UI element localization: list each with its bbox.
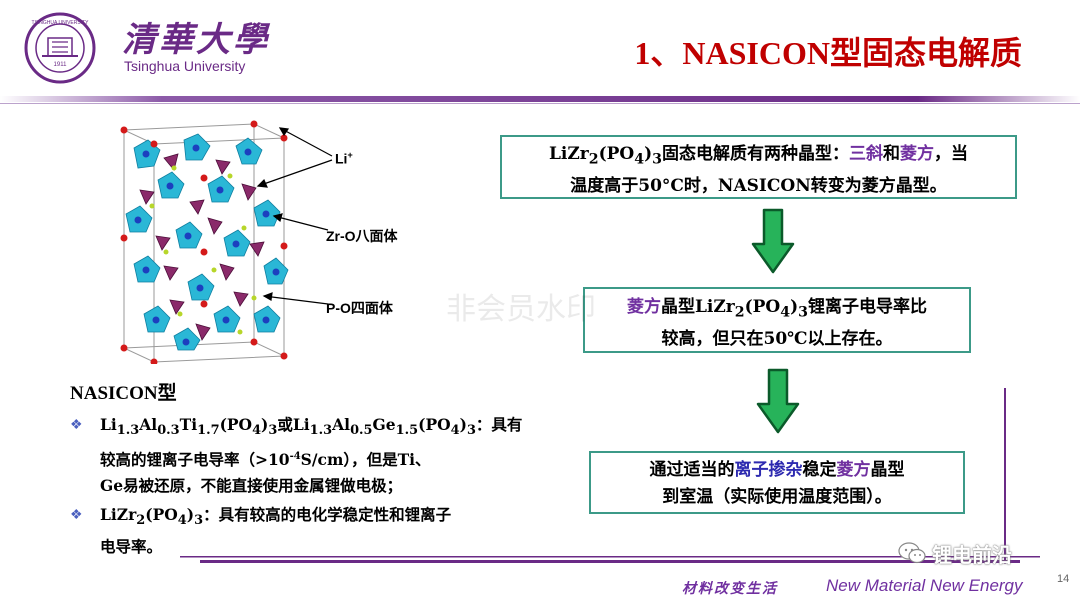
decorative-vertical-line (1004, 388, 1006, 564)
university-name-en: Tsinghua University (124, 58, 246, 74)
svg-text:TSINGHUA UNIVERSITY: TSINGHUA UNIVERSITY (32, 20, 90, 26)
wechat-account-badge: 锂电前沿 (898, 540, 1012, 567)
info-box-rhombohedral-conductivity: 菱方晶型LiZr2(PO4)3锂离子电导率比 较高，但只在50℃以上存在。 (583, 287, 971, 353)
header-divider (0, 96, 1080, 104)
university-seal-logo: 1911 TSINGHUA UNIVERSITY (24, 12, 96, 84)
down-arrow-icon (756, 368, 800, 434)
svg-text:1911: 1911 (54, 62, 68, 68)
wechat-account-name: 锂电前沿 (932, 542, 1012, 567)
info-box-two-crystal-forms: LiZr2(PO4)3固态电解质有两种晶型：三斜和菱方，当 温度高于50°C时，… (500, 135, 1017, 199)
page-number: 14 (1057, 573, 1070, 585)
label-p-o-tetrahedron: P-O四面体 (326, 300, 393, 316)
figure-pointer-lines (256, 127, 333, 305)
bullet-latp-lagp: ❖ Li1.3Al0.3Ti1.7(PO4)3或Li1.3Al0.5Ge1.5(… (70, 412, 540, 499)
diamond-bullet-icon: ❖ (70, 507, 83, 523)
footer-slogan-en: New Material New Energy (826, 576, 1023, 595)
wechat-icon (898, 542, 926, 564)
nasicon-heading: NASICON型 (70, 383, 177, 404)
university-name-cn: 清華大學 (122, 20, 270, 60)
footer-divider (180, 556, 1040, 563)
bullet-lizr2po43: ❖ LiZr2(PO4)3：具有较高的电化学稳定性和锂离子 电导率。 (70, 502, 540, 560)
down-arrow-icon (751, 208, 795, 274)
info-box-ion-doping: 通过适当的离子掺杂稳定菱方晶型 到室温（实际使用温度范围）。 (589, 451, 965, 514)
nasicon-crystal-structure-figure (120, 120, 289, 364)
label-li-ion: Li+ (335, 150, 353, 167)
slide-title: 1、NASICON型固态电解质 (634, 35, 1022, 71)
footer-slogan-cn: 材料改变生活 (682, 581, 778, 597)
diamond-bullet-icon: ❖ (70, 417, 83, 433)
watermark: 非会员水印 (446, 292, 596, 327)
label-zr-o-octahedron: Zr-O八面体 (326, 228, 398, 244)
